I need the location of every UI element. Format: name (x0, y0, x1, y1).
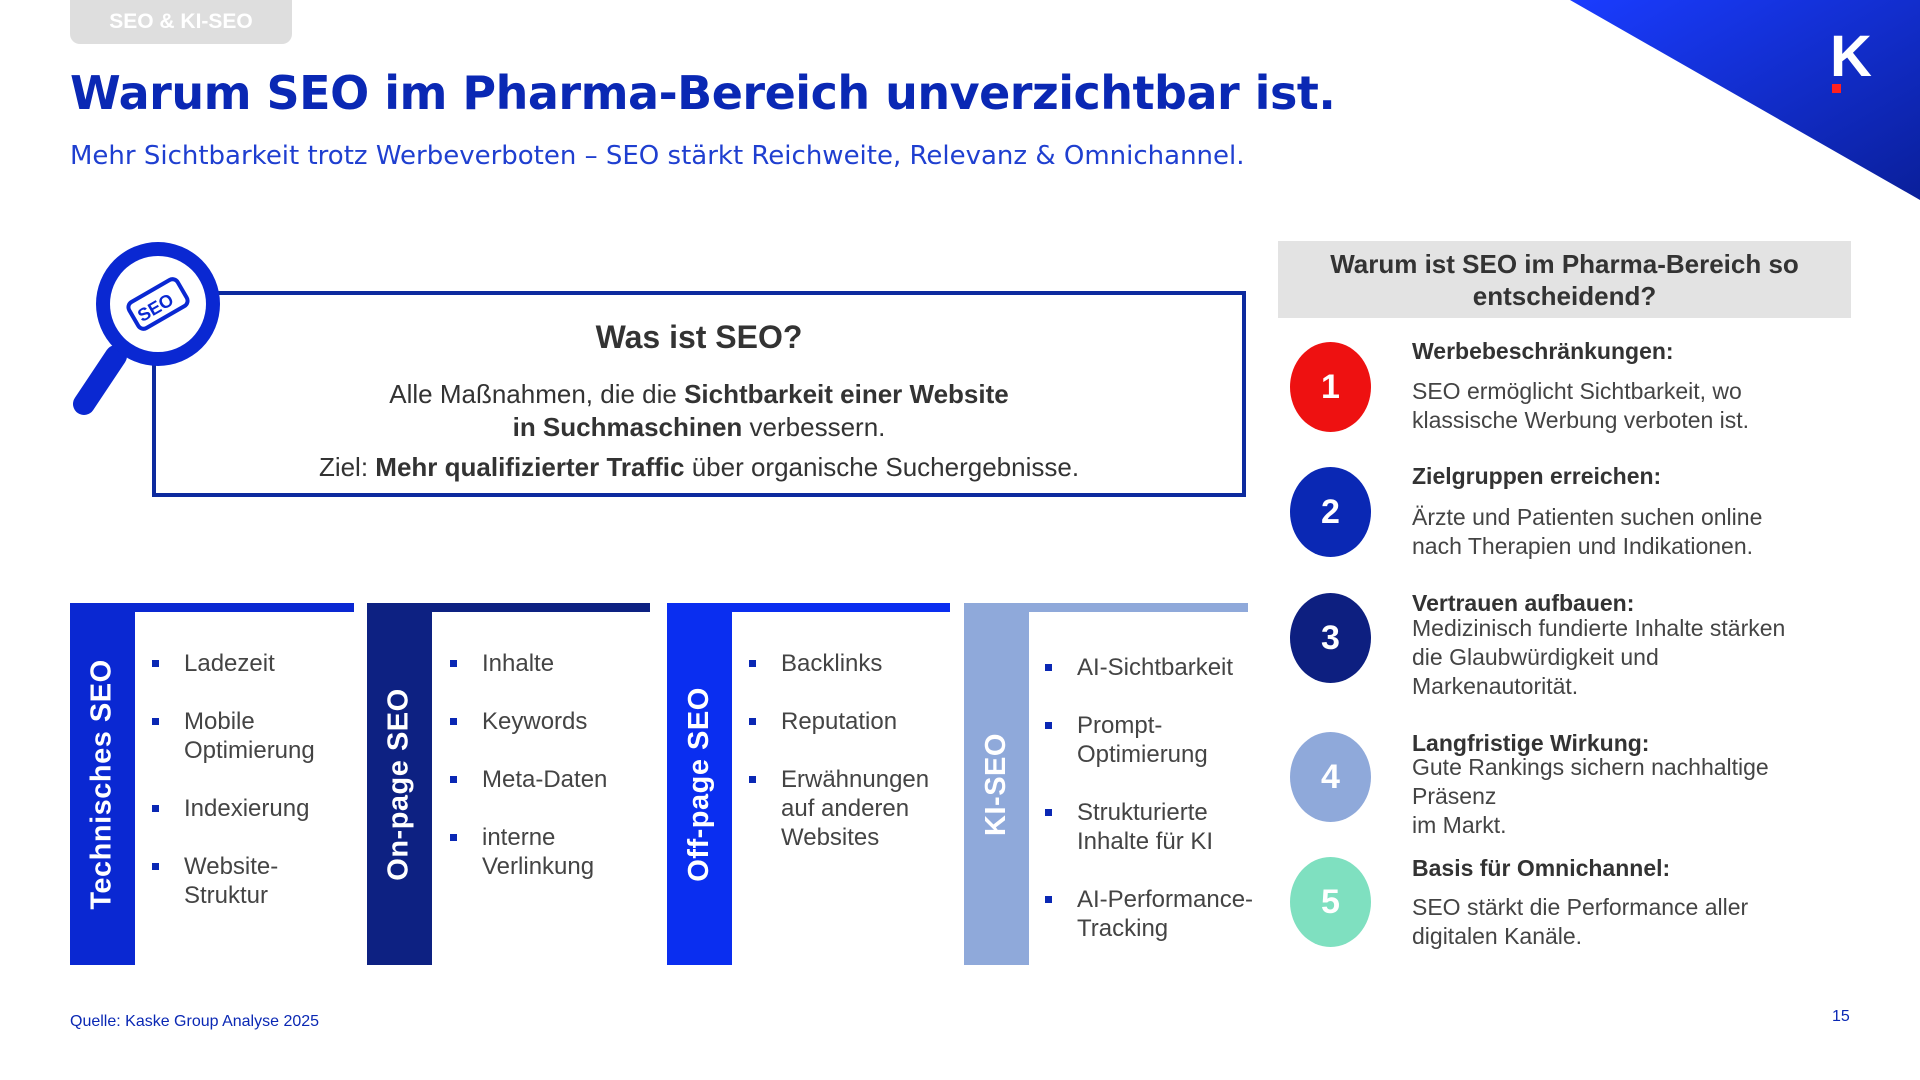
page-subtitle: Mehr Sichtbarkeit trotz Werbeverboten – … (70, 141, 1245, 171)
why-item-heading: Basis für Omnichannel: (1412, 855, 1671, 881)
list-item: Ladezeit (150, 649, 350, 678)
why-item-heading: Werbebeschränkungen: (1412, 338, 1674, 364)
list-item: Meta-Daten (448, 765, 648, 794)
list-item: Keywords (448, 707, 648, 736)
page-title: Warum SEO im Pharma-Bereich unverzichtba… (70, 66, 1336, 120)
list-item: Reputation (747, 707, 957, 736)
list-item: Indexierung (150, 794, 350, 823)
number-circle-1: 1 (1290, 342, 1371, 432)
col-header-kiseo (964, 603, 1248, 612)
list-item: Backlinks (747, 649, 957, 678)
source-note: Quelle: Kaske Group Analyse 2025 (70, 1013, 320, 1030)
column-bar-offpage: Off-page SEO (667, 604, 732, 965)
definition-text: Alle Maßnahmen, die die Sichtbarkeit ein… (389, 379, 1009, 442)
list-item: AI-Sichtbarkeit (1043, 653, 1263, 682)
number-circle-2: 2 (1290, 467, 1371, 557)
number-circle-3: 3 (1290, 593, 1371, 683)
logo-dot (1832, 84, 1841, 93)
col-header-technisches (70, 603, 354, 612)
list-item: Prompt-Optimierung (1043, 711, 1263, 769)
column-bar-onpage: On-page SEO (367, 604, 432, 965)
why-item-heading: Langfristige Wirkung: (1412, 730, 1650, 756)
corner-logo-banner: K (1570, 0, 1920, 200)
number-circle-5: 5 (1290, 857, 1371, 947)
definition-box: Was ist SEO? Alle Maßnahmen, die die Sic… (152, 291, 1246, 497)
column-list-kiseo: AI-Sichtbarkeit Prompt-Optimierung Struk… (1043, 653, 1263, 943)
definition-title: Was ist SEO? (595, 319, 803, 355)
list-item: AI-Performance-Tracking (1043, 885, 1263, 943)
definition-goal: Ziel: Mehr qualifizierter Traffic über o… (318, 452, 1080, 482)
why-item-heading: Vertrauen aufbauen: (1412, 590, 1635, 616)
column-bar-technisches: Technisches SEO (70, 604, 135, 965)
list-item: Website-Struktur (150, 852, 350, 910)
section-tag: SEO & KI-SEO (70, 0, 292, 44)
why-item-heading: Zielgruppen erreichen: (1412, 463, 1662, 489)
list-item: Inhalte (448, 649, 648, 678)
magnifier-seo-icon: SEO (73, 242, 220, 415)
column-bar-kiseo: KI-SEO (964, 604, 1029, 965)
col-header-offpage (667, 603, 950, 612)
number-circle-4: 4 (1290, 732, 1371, 822)
page-number: 15 (1832, 1008, 1850, 1025)
col-header-onpage (367, 603, 650, 612)
logo-letter: K (1830, 24, 1872, 89)
